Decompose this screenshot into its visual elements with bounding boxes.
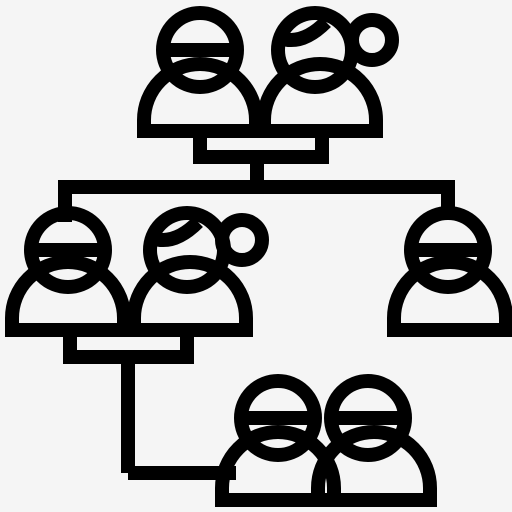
person-right-male-icon — [387, 206, 512, 337]
person-bottom-left-icon — [215, 374, 341, 507]
person-bottom-right-icon — [311, 374, 437, 507]
tree-connectors — [58, 124, 455, 480]
person-middle-female-icon — [127, 206, 269, 337]
person-middle-male-icon — [4, 206, 131, 337]
person-top-male-icon — [137, 6, 263, 138]
connector-generation-bar — [58, 180, 455, 222]
person-top-female-icon — [257, 6, 399, 138]
